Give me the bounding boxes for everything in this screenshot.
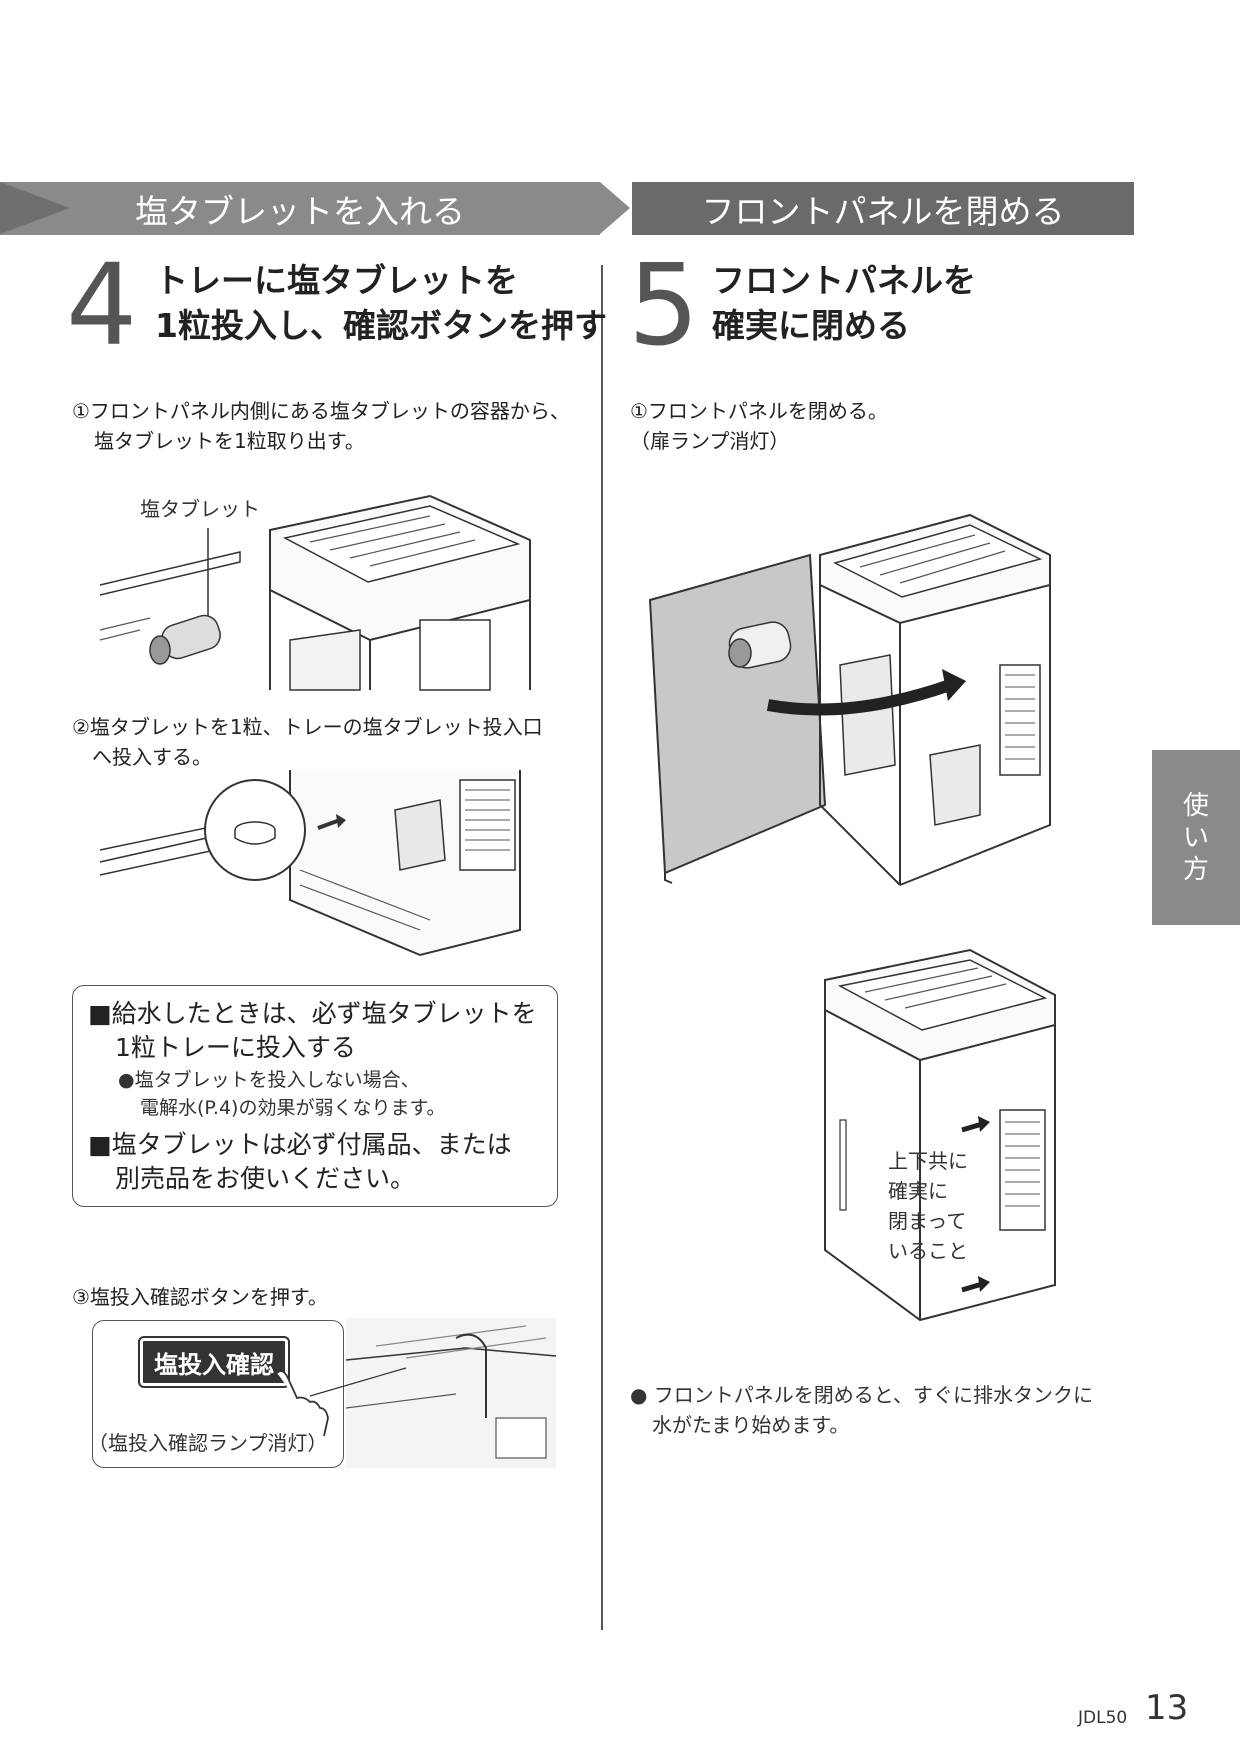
step-4-substep-2: ②塩タブレットを1粒、トレーの塩タブレット投入口 へ投入する。: [72, 712, 543, 772]
lamp-note: （塩投入確認ランプ消灯）: [88, 1431, 328, 1455]
step-5-substep-1-line: ①フロントパネルを閉める。: [630, 399, 888, 423]
step-5-bullet-line2: 水がたまり始めます。: [652, 1413, 850, 1437]
callout-salt-tablet: 塩タブレット: [140, 497, 260, 521]
step-4-substep-1-line1: ①フロントパネル内側にある塩タブレットの容器から、: [72, 399, 570, 423]
note-1-line1: ■給水したときは、必ず塩タブレットを: [88, 999, 537, 1028]
step-5-bullet-line1: ● フロントパネルを閉めると、すぐに排水タンクに: [630, 1383, 1094, 1407]
note-1-sub: ●塩タブレットを投入しない場合、 電解水(P.4)の効果が弱くなります。: [118, 1066, 446, 1122]
caution-note-box: [72, 985, 558, 1207]
salt-check-button[interactable]: 塩投入確認: [138, 1336, 290, 1388]
note-2-line2: 別売品をお使いください。: [115, 1164, 416, 1193]
step-5-substep-1: ①フロントパネルを閉める。 （扉ランプ消灯）: [630, 396, 888, 456]
note-1: ■給水したときは、必ず塩タブレットを 1粒トレーに投入する: [88, 997, 537, 1065]
step-4-substep-2-line1: ②塩タブレットを1粒、トレーの塩タブレット投入口: [72, 715, 543, 739]
section-title-right: フロントパネルを閉める: [701, 191, 1065, 231]
illustration-tablet-container: [99, 494, 531, 691]
column-divider: [601, 265, 603, 1630]
step-4-heading: トレーに塩タブレットを 1粒投入し、確認ボタンを押す: [155, 258, 607, 348]
note-1-sub-line1: ●塩タブレットを投入しない場合、: [118, 1069, 420, 1091]
side-tab-char-1: 使: [1182, 790, 1209, 821]
section-title-left: 塩タブレットを入れる: [135, 191, 465, 231]
section-header-salt-tablet: 塩タブレットを入れる: [0, 182, 600, 235]
note-1-sub-line2: 電解水(P.4)の効果が弱くなります。: [140, 1097, 446, 1119]
step-4-substep-1: ①フロントパネル内側にある塩タブレットの容器から、 塩タブレットを1粒取り出す。: [72, 396, 570, 456]
step-4-number: 4: [66, 241, 138, 371]
callout-line2: 確実に: [888, 1179, 948, 1203]
step-4-substep-1-line2: 塩タブレットを1粒取り出す。: [94, 429, 365, 453]
callout-line4: いること: [888, 1239, 968, 1263]
step-5-substep-1-note: （扉ランプ消灯）: [630, 429, 790, 453]
callout-both-closed: 上下共に 確実に 閉まって いること: [888, 1146, 968, 1266]
illustration-button-panel: [309, 1318, 557, 1468]
step-4-heading-line2: 1粒投入し、確認ボタンを押す: [155, 306, 607, 345]
step-5-bullet: ● フロントパネルを閉めると、すぐに排水タンクに 水がたまり始めます。: [630, 1380, 1093, 1440]
step-4-substep-2-line2: へ投入する。: [92, 745, 212, 769]
illustration-closed-unit: [824, 948, 1056, 1322]
step-5-heading-line2: 確実に閉める: [712, 306, 910, 345]
page-number: 13: [1145, 1688, 1189, 1728]
step-5-heading-line1: フロントパネルを: [712, 261, 976, 300]
note-2-line1: ■塩タブレットは必ず付属品、または: [88, 1130, 512, 1159]
step-5-heading: フロントパネルを 確実に閉める: [712, 258, 976, 348]
callout-line3: 閉まって: [888, 1209, 967, 1233]
band-chevron-left: [0, 182, 70, 234]
step-5-number: 5: [628, 241, 700, 371]
note-2: ■塩タブレットは必ず付属品、または 別売品をお使いください。: [88, 1128, 512, 1196]
step-4-heading-line1: トレーに塩タブレットを: [155, 261, 518, 300]
section-header-close-panel: フロントパネルを閉める: [632, 182, 1134, 235]
button-callout-box: [92, 1320, 344, 1468]
note-1-line2: 1粒トレーに投入する: [115, 1033, 356, 1062]
model-code: JDL50: [1078, 1708, 1128, 1728]
side-tab-char-2: い: [1182, 822, 1209, 853]
step-4-substep-3: ③塩投入確認ボタンを押す。: [72, 1285, 328, 1309]
side-tab-usage[interactable]: 使 い 方: [1152, 750, 1240, 925]
band-chevron-divider: [600, 182, 630, 234]
pointing-hand-icon: [276, 1370, 329, 1437]
callout-line1: 上下共に: [888, 1149, 968, 1173]
illustration-close-panel: [648, 513, 1051, 886]
side-tab-char-3: 方: [1182, 854, 1209, 885]
illustration-insert-tablet: [99, 770, 521, 957]
